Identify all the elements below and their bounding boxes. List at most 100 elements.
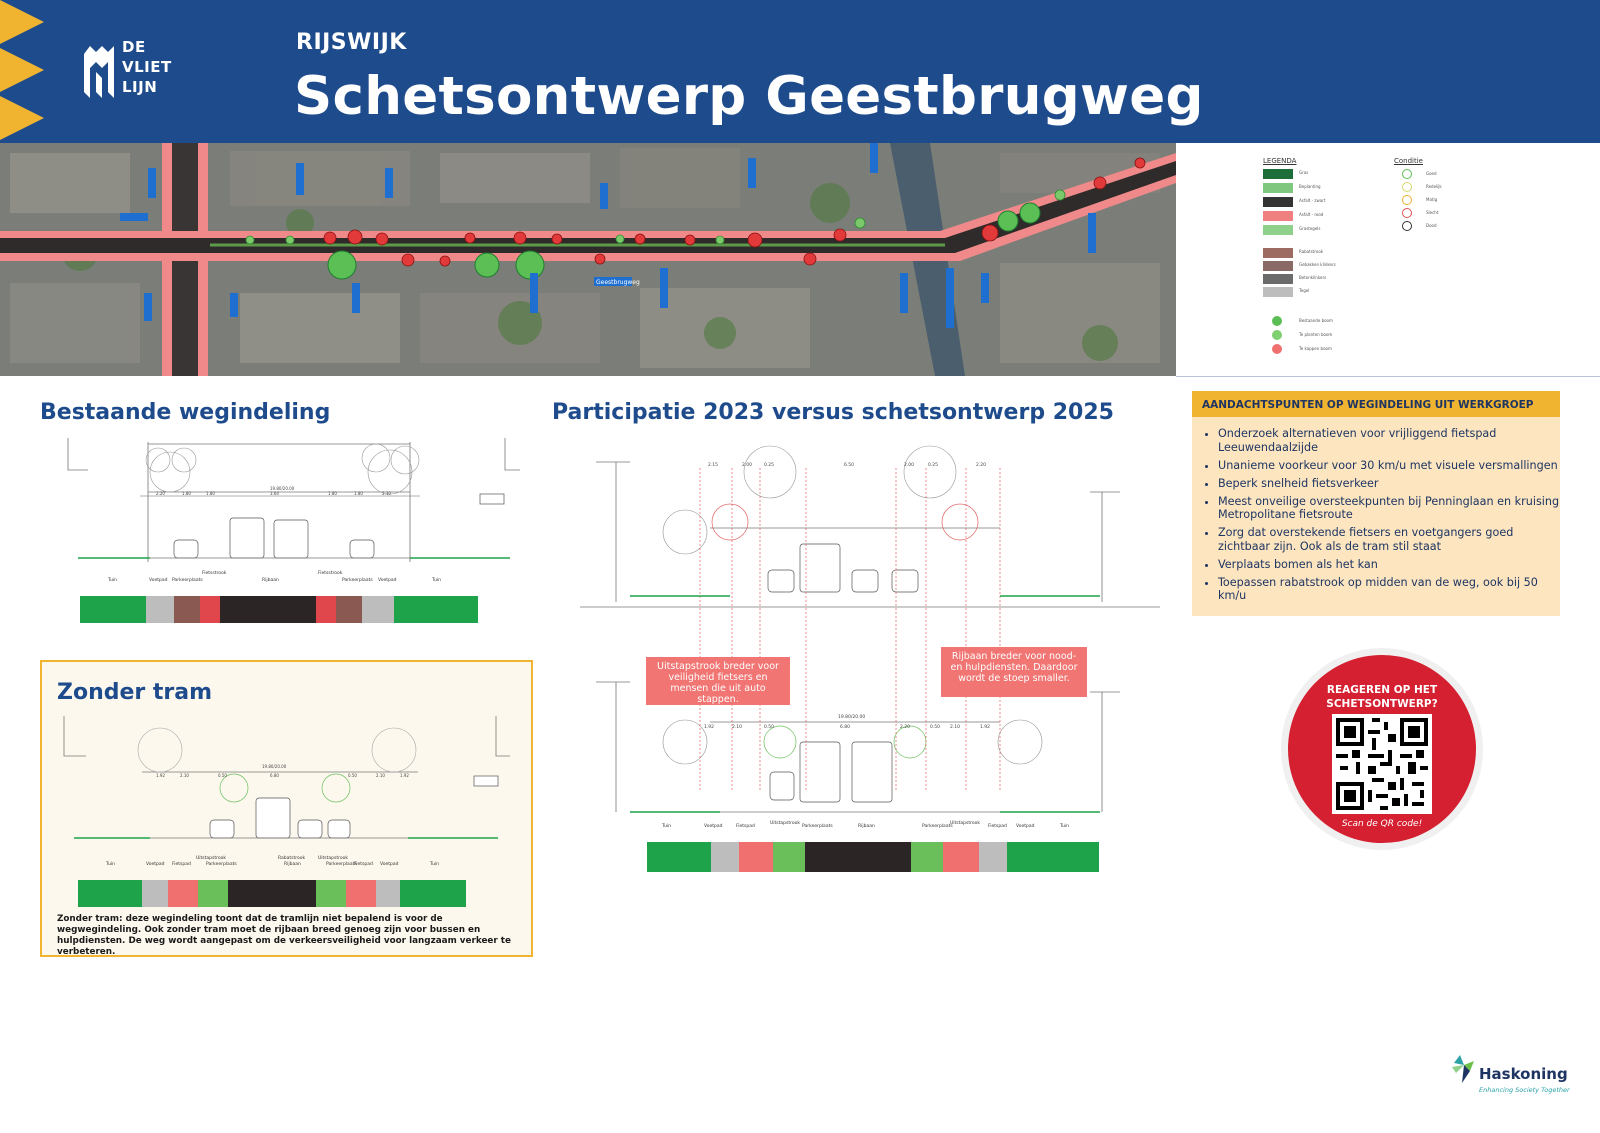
without-tram-dim: 2.10: [376, 773, 385, 778]
legend-swatch: [1263, 211, 1293, 221]
without-tram-zone-label: Tuin: [106, 862, 116, 867]
participation-zone-label: Uitstapstrook: [770, 821, 801, 826]
existing-zone-label: Voetpad: [378, 578, 397, 583]
legend-tree-label: Te kappen boom: [1299, 346, 1332, 351]
participation-zone-label: Voetpad: [704, 824, 723, 829]
legend-label: Rabatstrook: [1299, 249, 1324, 254]
attention-item: Zorg dat overstekende fietsers en voetga…: [1218, 526, 1563, 553]
qr-title-line: SCHETSONTWERP?: [1326, 698, 1438, 710]
callout-exit-lane: Uitstapstrook breder voor veiligheid fie…: [646, 657, 790, 705]
without-tram-zone-label: Uitstapstrook: [196, 856, 227, 861]
attention-item: Meest onveilige oversteekpunten bij Penn…: [1218, 495, 1563, 522]
legend-swatch: [1263, 169, 1293, 179]
qr-badge[interactable]: REAGEREN OP HET SCHETSONTWERP? Scan de Q…: [1288, 655, 1476, 843]
existing-zone-label: Fietsstrook: [202, 571, 227, 576]
page-header: DE VLIET LIJN RIJSWIJK Schetsontwerp Gee…: [0, 0, 1600, 143]
top-dim: 2.00: [904, 462, 914, 468]
without-tram-note: Zonder tram: deze wegindeling toont dat …: [57, 914, 511, 957]
existing-zone-label: Fietsstrook: [318, 571, 343, 576]
attention-list: Onderzoek alternatieven voor vrijliggend…: [1208, 427, 1563, 607]
attention-item: Unanieme voorkeur voor 30 km/u met visue…: [1218, 459, 1563, 473]
callout-roadway: Rijbaan breder voor nood- en hulpdienste…: [941, 647, 1087, 697]
top-dim: 2.20: [976, 462, 986, 468]
bottom-dim: 0.50: [764, 724, 774, 730]
top-dim: 0.25: [764, 462, 774, 468]
legend-swatch: [1263, 248, 1293, 258]
without-tram-panel: Zonder tram 19.80/20.00 1.92 2.10 0.50 6…: [40, 660, 533, 957]
legend-label: Tegel: [1299, 288, 1310, 293]
without-tram-zone-label: Rijbaan: [284, 862, 301, 867]
aerial-map: Geestbrugweg: [0, 143, 1176, 376]
legend-tree-label: Te planten boom: [1299, 332, 1333, 337]
existing-dim: 1.80: [328, 491, 337, 496]
top-dim: 2.00: [742, 462, 752, 468]
without-tram-material-strip: [78, 880, 466, 907]
without-tram-dim: 0.50: [348, 773, 357, 778]
participation-heading: Participatie 2023 versus schetsontwerp 2…: [552, 400, 1114, 425]
bottom-dim: 2.20: [900, 724, 910, 730]
without-tram-zone-label: Voetpad: [146, 862, 165, 867]
logo-line-3: LIJN: [122, 78, 158, 96]
without-tram-zone-label: Voetpad: [380, 862, 399, 867]
legend-swatch: [1263, 287, 1293, 297]
without-tram-zone-label: Rabatstrook: [278, 856, 306, 861]
bottom-dim: 2.10: [950, 724, 960, 730]
legend-label: Asfalt - rood: [1299, 212, 1324, 217]
top-dim: 0.25: [928, 462, 938, 468]
haskoning-mark-icon: [1452, 1055, 1474, 1083]
without-tram-dim-total: 19.80/20.00: [262, 764, 287, 769]
without-tram-zone-label: Fietspad: [172, 862, 191, 867]
qr-title-line: REAGEREN OP HET: [1326, 684, 1438, 696]
without-tram-zone-label: Parkeerplaats: [326, 862, 357, 867]
participation-zone-label: Rijbaan: [858, 824, 875, 829]
bottom-dim: 6.80: [840, 724, 850, 730]
participation-material-strip: [647, 842, 1099, 872]
without-tram-dim: 1.92: [156, 773, 165, 778]
legend-label: Grastegels: [1299, 226, 1321, 231]
legend-label: Gras: [1299, 170, 1309, 175]
existing-dim: 3.64: [270, 491, 279, 496]
participation-zone-label: Tuin: [1060, 824, 1070, 829]
existing-layout-heading: Bestaande wegindeling: [40, 400, 331, 425]
existing-material-strip: [80, 596, 478, 623]
participation-zone-label: Tuin: [662, 824, 672, 829]
existing-cross-section: 19.80/20.00 2.20 1.80 1.80 3.64 1.80 1.8…: [67, 438, 520, 562]
legend-tree-label: Bestaande boom: [1299, 318, 1333, 323]
condition-label: Matig: [1426, 197, 1438, 202]
qr-code-icon[interactable]: [1332, 714, 1432, 814]
participation-zone-label: Voetpad: [1016, 824, 1035, 829]
existing-dim: 1.80: [354, 491, 363, 496]
legend-label: Betonklinkers: [1299, 275, 1327, 280]
without-tram-zone-label: Parkeerplaats: [206, 862, 237, 867]
legend-swatch: [1263, 225, 1293, 235]
bottom-dim: 0.50: [930, 724, 940, 730]
legend-swatch: [1263, 183, 1293, 193]
qr-title: REAGEREN OP HET SCHETSONTWERP?: [1288, 683, 1476, 711]
condition-icon: [1402, 182, 1412, 192]
qr-scan-label: Scan de QR code!: [1341, 819, 1423, 829]
attention-header: AANDACHTSPUNTEN OP WEGINDELING UIT WERKG…: [1192, 391, 1560, 417]
without-tram-zone-label: Fietspad: [354, 862, 373, 867]
attention-item: Verplaats bomen als het kan: [1218, 558, 1563, 572]
legend-swatch: [1263, 261, 1293, 271]
existing-dim: 1.80: [182, 491, 191, 496]
condition-label: Slecht: [1426, 210, 1439, 215]
without-tram-heading: Zonder tram: [57, 680, 213, 705]
existing-dim: 1.80: [206, 491, 215, 496]
existing-dim: 2.20: [156, 491, 165, 496]
existing-zone-label: Tuin: [432, 578, 442, 583]
attention-item: Toepassen rabatstrook op midden van de w…: [1218, 576, 1563, 603]
bottom-dim-total: 19.80/20.00: [838, 714, 865, 720]
haskoning-brand: Haskoning: [1479, 1065, 1568, 1083]
top-dim: 2.15: [708, 462, 718, 468]
without-tram-zone-label: Uitstapstrook: [318, 856, 349, 861]
existing-zone-label: Parkeerplaats: [172, 578, 203, 583]
bottom-dim: 1.92: [980, 724, 990, 730]
without-tram-zone-label: Tuin: [430, 862, 440, 867]
attention-points-panel: AANDACHTSPUNTEN OP WEGINDELING UIT WERKG…: [1192, 391, 1560, 616]
condition-icon: [1402, 208, 1412, 218]
legend-swatch: [1263, 197, 1293, 207]
legend-label: Asfalt - zwart: [1299, 198, 1326, 203]
existing-dim: 2.10: [382, 491, 391, 496]
participation-zone-label: Parkeerplaats: [802, 824, 833, 829]
